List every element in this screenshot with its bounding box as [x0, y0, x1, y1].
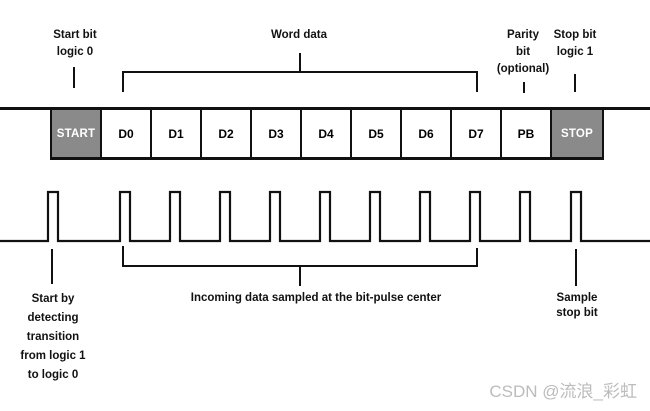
frame-box-d0: D0: [100, 107, 152, 160]
word-data-label: Word data: [270, 29, 327, 41]
sample-stop-label: Sample stop bit: [556, 292, 598, 319]
frame-box-d1: D1: [150, 107, 202, 160]
parity-bit-label: Parity bit (optional): [496, 29, 550, 75]
frame-box-d4: D4: [300, 107, 352, 160]
sampling-pulse-waveform: [0, 190, 650, 243]
frame-box-stop: STOP: [550, 107, 604, 160]
sampled-bracket: [122, 246, 478, 267]
frame-box-d3: D3: [250, 107, 302, 160]
frame-box-d2: D2: [200, 107, 252, 160]
frame-box-pb: PB: [500, 107, 552, 160]
frame-box-d7: D7: [450, 107, 502, 160]
frame-box-d5: D5: [350, 107, 402, 160]
csdn-watermark: CSDN @流浪_彩虹: [489, 382, 637, 401]
word-data-bracket: [122, 71, 478, 92]
start-bit-label: Start bit logic 0: [53, 29, 97, 58]
stop-bit-label: Stop bit logic 1: [553, 29, 597, 58]
frame-box-d6: D6: [400, 107, 452, 160]
sampled-label: Incoming data sampled at the bit-pulse c…: [190, 292, 442, 304]
start-detect-label: Start by detecting transition from logic…: [20, 293, 86, 381]
frame-box-start: START: [50, 107, 102, 160]
